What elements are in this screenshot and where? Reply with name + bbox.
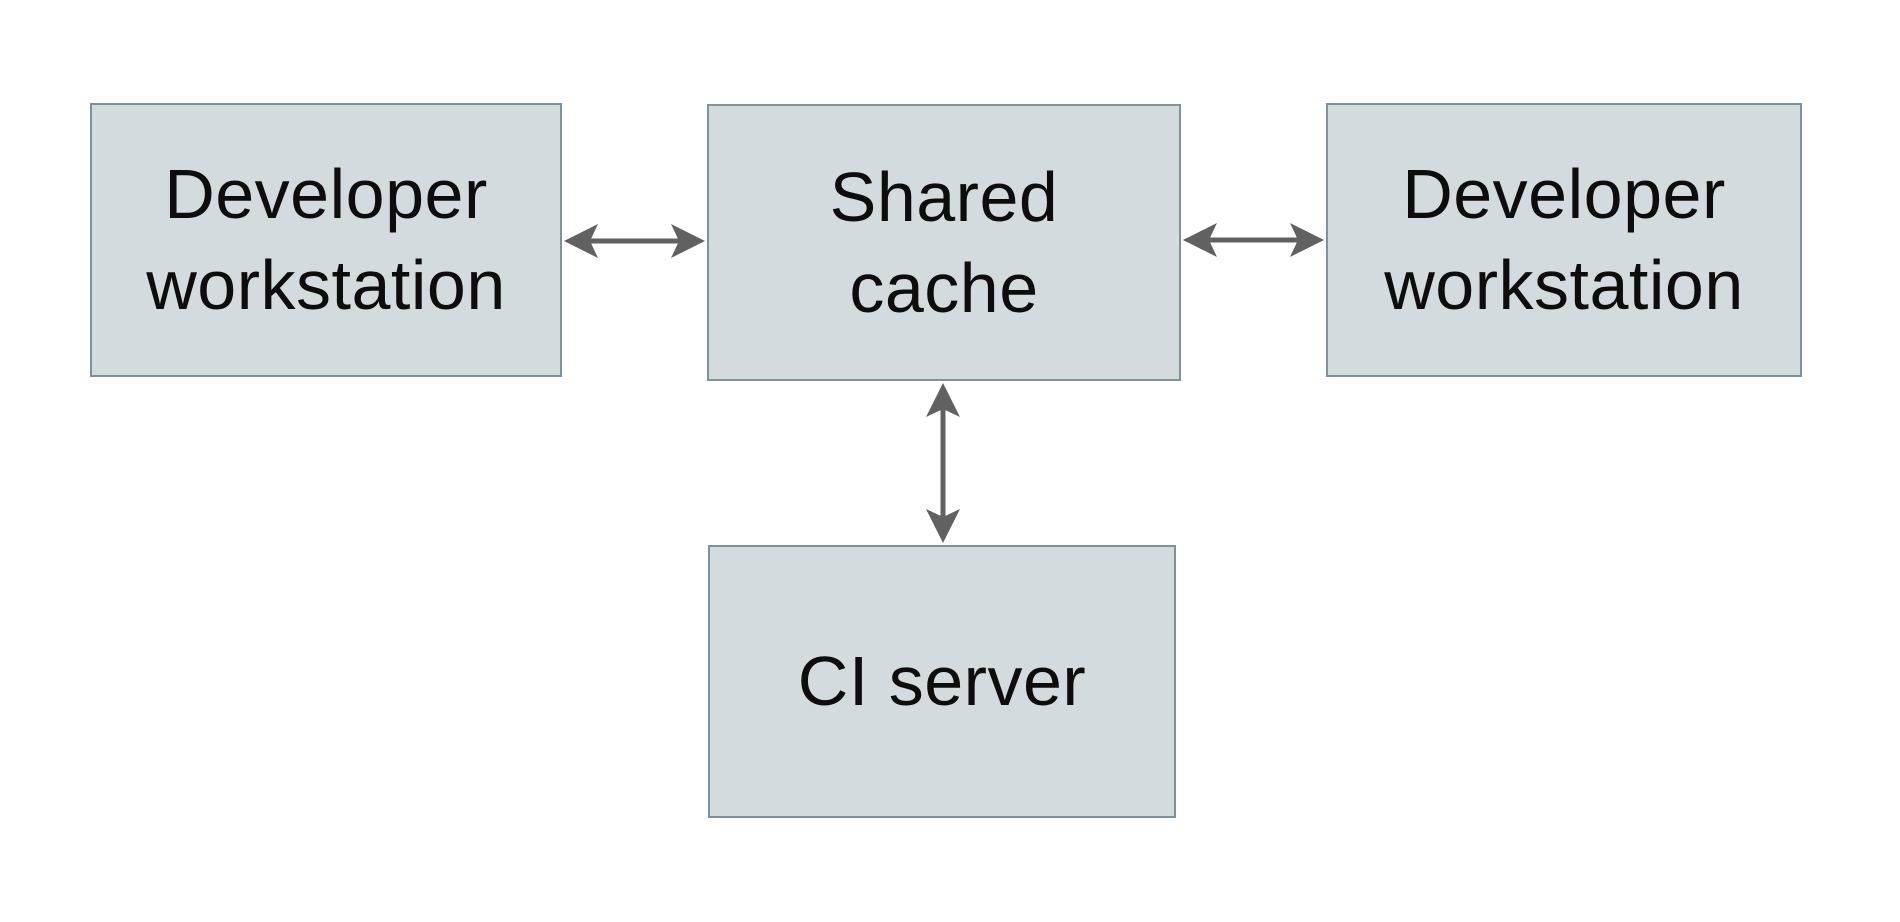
node-label-ci-server: CI server: [797, 642, 1087, 720]
arrow-sharedcache-ciserver-icon: [926, 383, 960, 543]
node-label-developer-workstation-left: Developer workstation: [146, 155, 506, 324]
node-developer-workstation-left: Developer workstation: [90, 103, 562, 377]
node-shared-cache: Shared cache: [707, 104, 1181, 381]
node-developer-workstation-right: Developer workstation: [1326, 103, 1802, 377]
node-label-developer-workstation-right: Developer workstation: [1384, 155, 1744, 324]
arrow-devleft-sharedcache-icon: [564, 224, 705, 258]
arrow-sharedcache-devright-icon: [1183, 223, 1324, 257]
node-label-shared-cache: Shared cache: [829, 157, 1059, 327]
node-ci-server: CI server: [708, 545, 1176, 818]
